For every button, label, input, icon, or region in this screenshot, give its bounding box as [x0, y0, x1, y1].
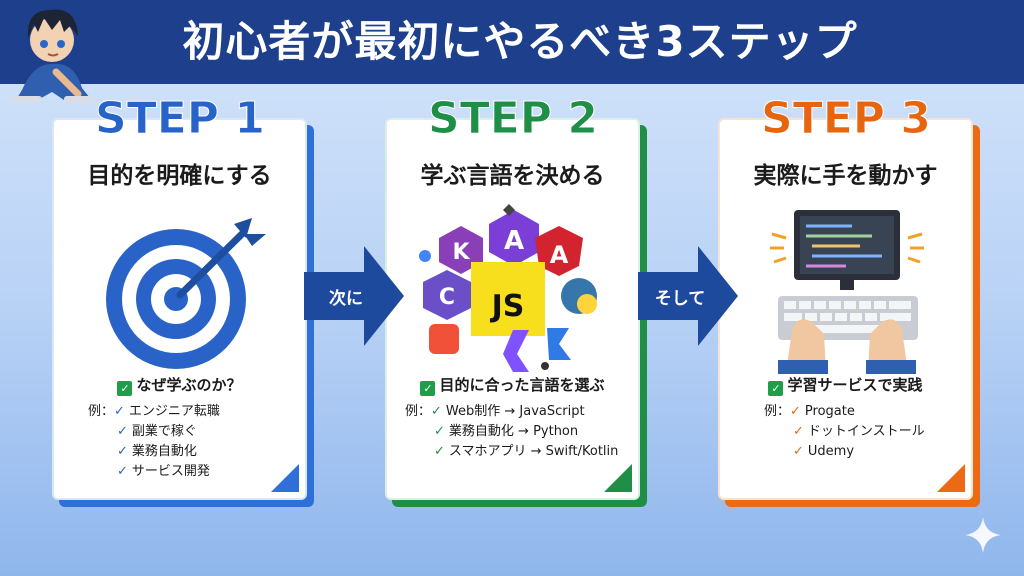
- list-item: 例：✓Web制作 → JavaScript: [405, 404, 585, 419]
- mascot-icon: [12, 9, 94, 103]
- corner-fold-icon: [271, 464, 299, 492]
- corner-fold-icon: [937, 464, 965, 492]
- list-item: 例：✓エンジニア転職: [88, 404, 220, 419]
- check-icon: ✓: [431, 404, 442, 419]
- step2-check: ✓目的に合った言語を選ぶ: [387, 374, 638, 396]
- corner-fold-icon: [604, 464, 632, 492]
- check-icon: ✓: [434, 424, 445, 439]
- step1-subtitle: 目的を明確にする: [87, 163, 272, 189]
- list-item: ✓業務自動化: [117, 444, 197, 459]
- list-item: ✓スマホアプリ → Swift/Kotlin: [434, 444, 619, 459]
- header-bar: 初心者が最初にやるべき3ステップ: [0, 0, 1024, 84]
- target-icon: [106, 218, 266, 369]
- step2-subtitle: 学ぶ言語を決める: [420, 163, 605, 189]
- typing-computer-icon: [770, 210, 924, 374]
- step1-check: ✓なぜ学ぶのか？: [54, 374, 305, 396]
- step3-title: STEP 3: [761, 93, 932, 145]
- step1-card: 目的を明確にする ✓なぜ学ぶのか？ 例：✓エンジニア転職 ✓副業で稼ぐ ✓業務自…: [52, 118, 307, 500]
- arrow1-label: 次に: [329, 289, 363, 309]
- check-icon: ✓: [790, 404, 801, 419]
- checkbox-icon: ✓: [420, 381, 436, 396]
- sparkle-icon: [965, 517, 1001, 553]
- checkbox-icon: ✓: [768, 381, 784, 396]
- step3-subtitle: 実際に手を動かす: [753, 163, 938, 189]
- step3-examples: 例：✓Progate ✓ドットインストール ✓Udemy: [764, 402, 961, 462]
- list-item: ✓サービス開発: [117, 464, 210, 479]
- step1-examples: 例：✓エンジニア転職 ✓副業で稼ぐ ✓業務自動化 ✓サービス開発: [88, 402, 295, 482]
- page-title: 初心者が最初にやるべき3ステップ: [182, 17, 858, 66]
- step2-title: STEP 2: [428, 93, 599, 145]
- step3-card: 実際に手を動かす ✓学習サービスで実践 例：✓Progate ✓ドットインスト: [718, 118, 973, 500]
- check-icon: ✓: [117, 424, 128, 439]
- step2-examples: 例：✓Web制作 → JavaScript ✓業務自動化 → Python ✓ス…: [405, 402, 628, 462]
- list-item: ✓Udemy: [793, 444, 855, 459]
- arrow2-label: そして: [654, 289, 706, 309]
- list-item: ✓業務自動化 → Python: [434, 424, 579, 439]
- arrow-right-icon: [304, 246, 404, 346]
- svg-text:A: A: [550, 241, 569, 269]
- check-icon: ✓: [117, 444, 128, 459]
- list-item: ✓副業で稼ぐ: [117, 424, 197, 439]
- check-icon: ✓: [793, 444, 804, 459]
- svg-text:C: C: [439, 285, 455, 310]
- svg-text:K: K: [452, 240, 470, 265]
- check-icon: ✓: [117, 464, 128, 479]
- list-item: 例：✓Progate: [764, 404, 855, 419]
- step1-title: STEP 1: [95, 93, 266, 145]
- list-item: ✓ドットインストール: [793, 424, 925, 439]
- programming-languages-icon: A A K C JS: [419, 204, 597, 372]
- step3-check: ✓学習サービスで実践: [720, 374, 971, 396]
- check-icon: ✓: [114, 404, 125, 419]
- checkbox-icon: ✓: [117, 381, 133, 396]
- check-icon: ✓: [434, 444, 445, 459]
- check-icon: ✓: [793, 424, 804, 439]
- step2-card: 学ぶ言語を決める A A K C JS ✓目的に合った言語を選ぶ 例：✓Web制…: [385, 118, 640, 500]
- arrow-right-icon: [638, 246, 738, 346]
- svg-text:JS: JS: [490, 289, 525, 324]
- svg-text:A: A: [504, 226, 524, 256]
